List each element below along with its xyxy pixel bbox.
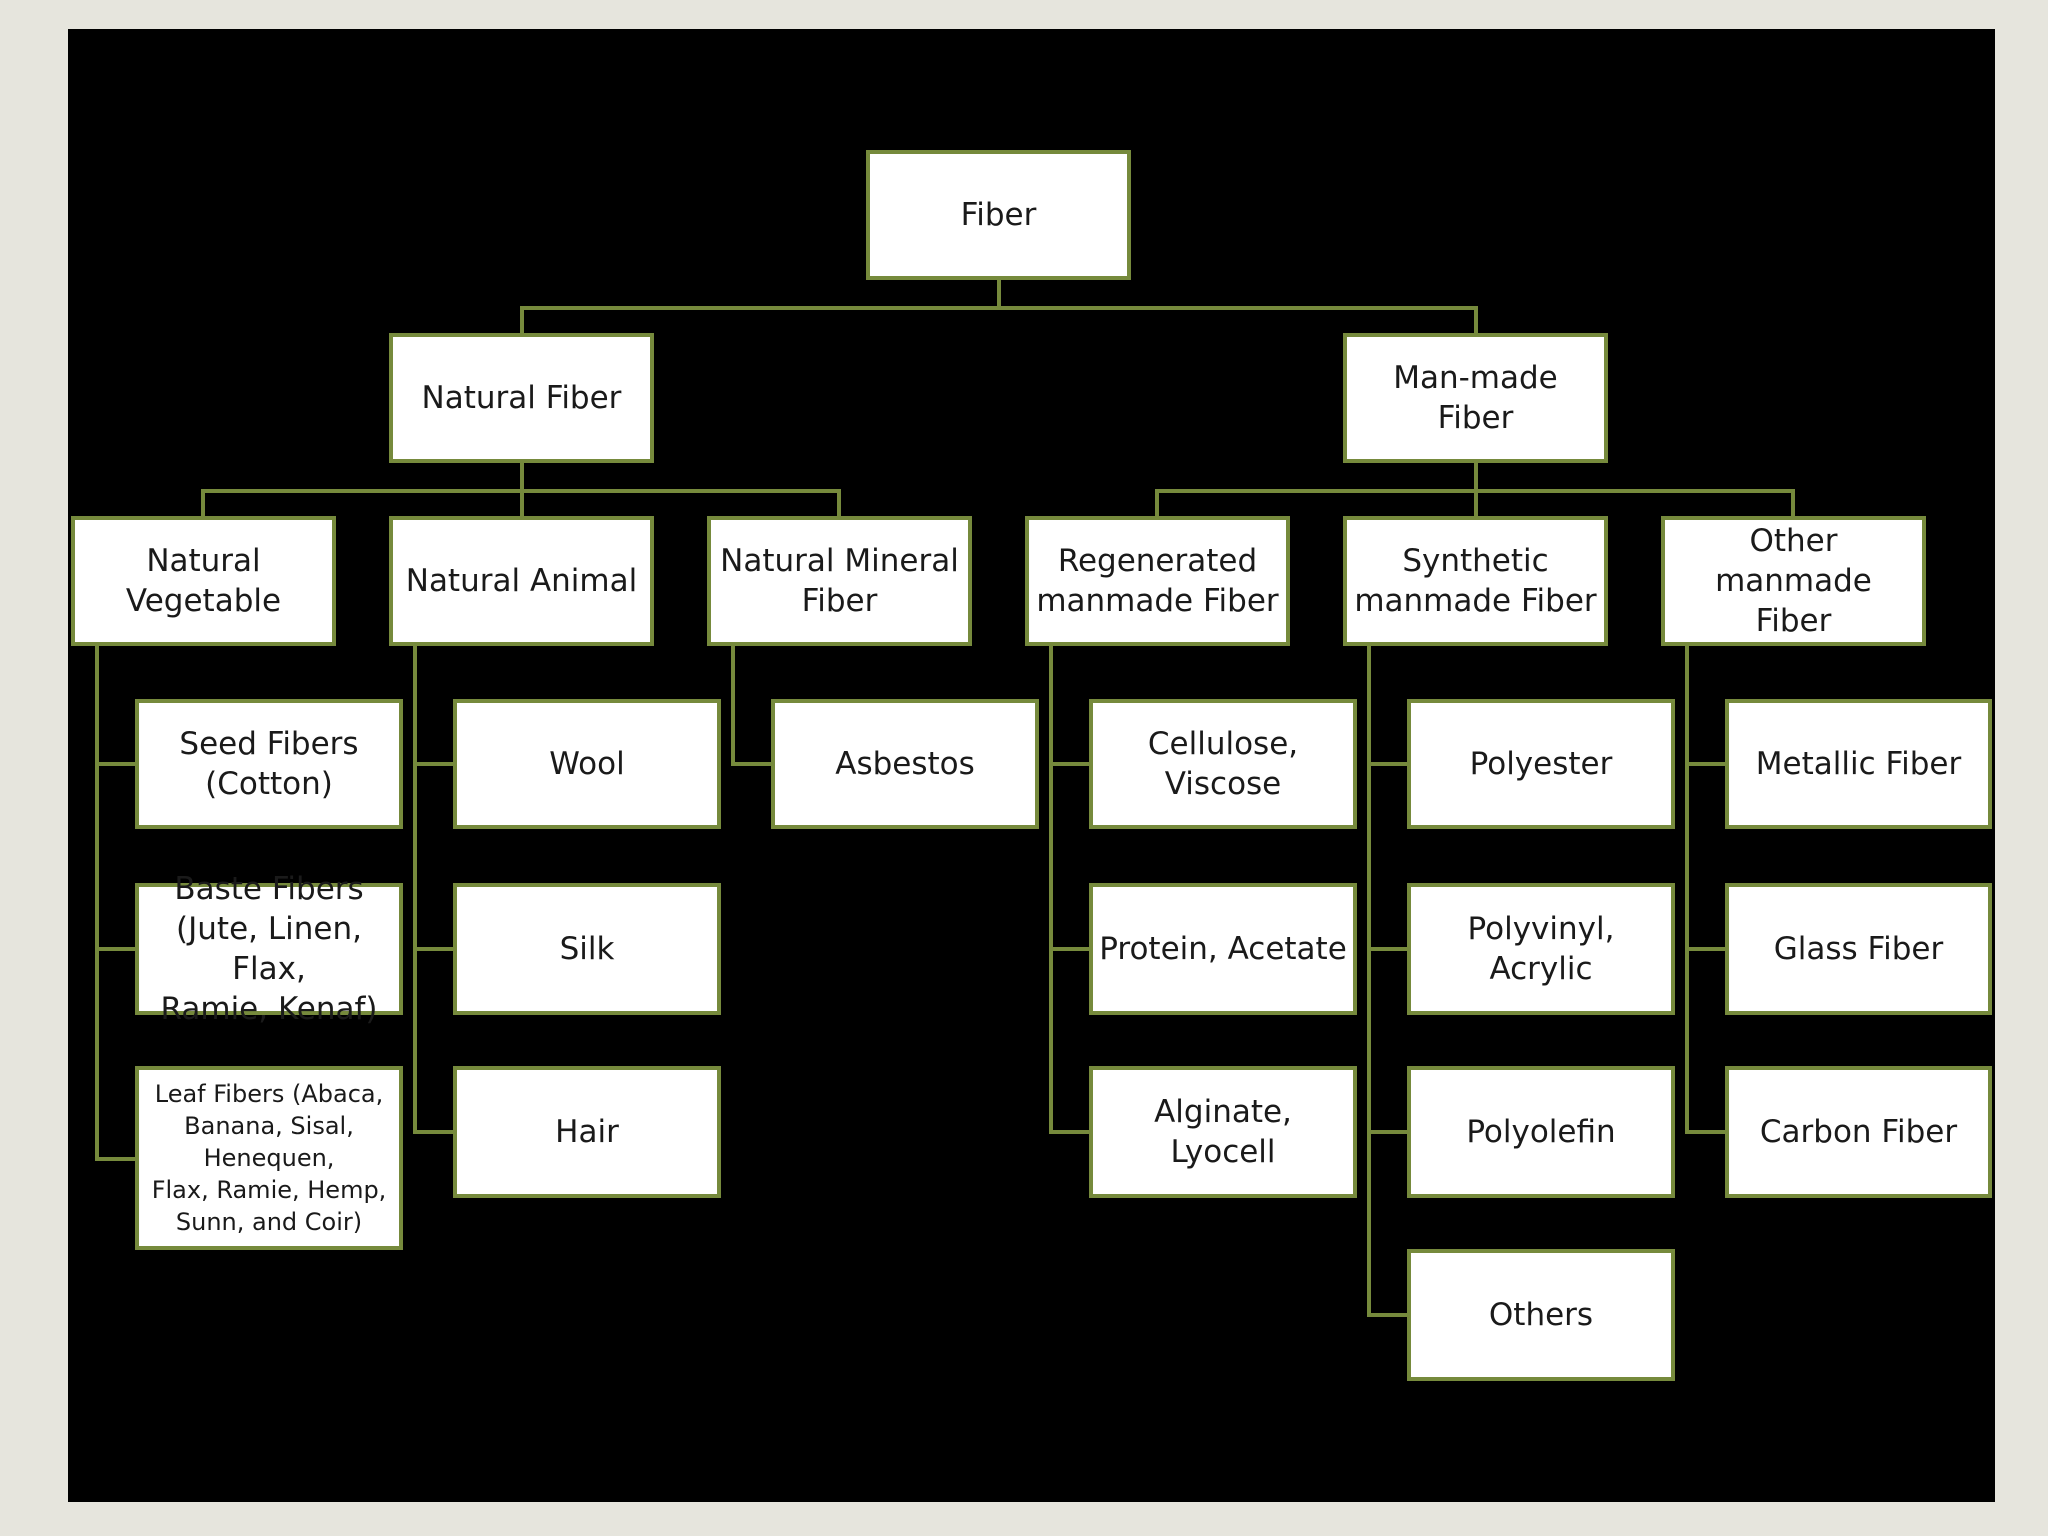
polyvinyl-acrylic-node: Polyvinyl, Acrylic [1407, 883, 1675, 1015]
others-node: Others [1407, 1249, 1675, 1381]
manmade-fiber-node: Man-made Fiber [1343, 333, 1608, 463]
glass-fiber-node: Glass Fiber [1725, 883, 1992, 1015]
fiber-root-node: Fiber [866, 150, 1131, 280]
hair-node: Hair [453, 1066, 721, 1198]
silk-node: Silk [453, 883, 721, 1015]
metallic-fiber-node: Metallic Fiber [1725, 699, 1992, 829]
asbestos-node: Asbestos [771, 699, 1039, 829]
natural-mineral-node: Natural Mineral Fiber [707, 516, 972, 646]
wool-node: Wool [453, 699, 721, 829]
polyester-node: Polyester [1407, 699, 1675, 829]
synthetic-manmade-node: Synthetic manmade Fiber [1343, 516, 1608, 646]
cellulose-viscose-node: Cellulose, Viscose [1089, 699, 1357, 829]
natural-animal-node: Natural Animal [389, 516, 654, 646]
protein-acetate-node: Protein, Acetate [1089, 883, 1357, 1015]
seed-fibers-node: Seed Fibers (Cotton) [135, 699, 403, 829]
natural-vegetable-node: Natural Vegetable [71, 516, 336, 646]
natural-fiber-node: Natural Fiber [389, 333, 654, 463]
baste-fibers-node: Baste Fibers (Jute, Linen, Flax, Ramie, … [135, 871, 403, 1027]
alginate-lyocell-node: Alginate, Lyocell [1089, 1066, 1357, 1198]
regenerated-manmade-node: Regenerated manmade Fiber [1025, 516, 1290, 646]
leaf-fibers-node: Leaf Fibers (Abaca, Banana, Sisal, Heneq… [135, 1066, 403, 1250]
carbon-fiber-node: Carbon Fiber [1725, 1066, 1992, 1198]
polyolefin-node: Polyolefin [1407, 1066, 1675, 1198]
other-manmade-node: Other manmade Fiber [1661, 516, 1926, 646]
